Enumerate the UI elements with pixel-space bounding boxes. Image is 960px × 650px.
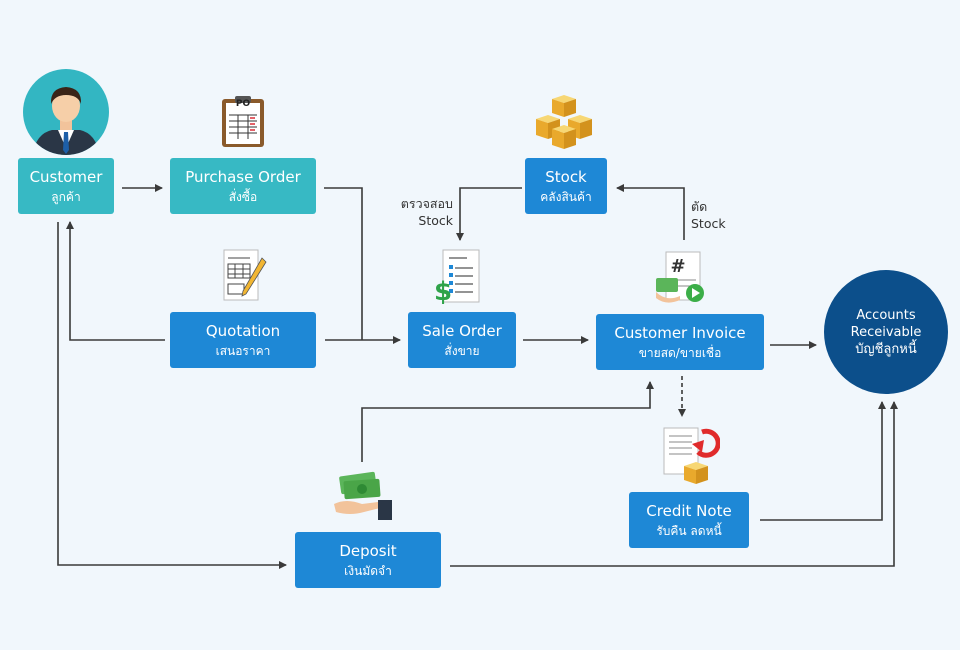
deposit-node-subtitle: เงินมัดจำ xyxy=(344,563,392,578)
quotation-node-subtitle: เสนอราคา xyxy=(215,343,271,358)
edge-credit-note-to-ar xyxy=(760,401,886,521)
customer-avatar-icon xyxy=(23,69,109,155)
customer-node-title: Customer xyxy=(29,167,103,186)
svg-text:$: $ xyxy=(434,277,452,306)
accounts-receivable-node[interactable]: Accounts Receivable บัญชีลูกหนี้ xyxy=(824,270,948,394)
stock-node-title: Stock xyxy=(545,167,587,186)
cut-stock-label-line2: Stock xyxy=(691,216,726,231)
stock-boxes-icon xyxy=(536,95,592,149)
sale-order-document-dollar-icon: $ xyxy=(434,249,480,306)
cut-stock-label-line1: ตัด xyxy=(691,199,708,214)
cut-stock-label: ตัด Stock xyxy=(691,198,726,232)
accounts-receivable-line1: Accounts xyxy=(856,307,916,323)
credit-note-return-icon xyxy=(663,427,720,484)
edge-quotation-to-customer xyxy=(66,221,165,341)
credit-note-node[interactable]: Credit Note รับคืน ลดหนี้ xyxy=(629,492,749,548)
purchase-order-clipboard-icon xyxy=(222,96,264,147)
sale-order-node[interactable]: Sale Order สั่งขาย xyxy=(408,312,516,368)
customer-invoice-node-title: Customer Invoice xyxy=(614,323,746,342)
deposit-money-hand-icon xyxy=(334,471,392,520)
purchase-order-node[interactable]: Purchase Order สั่งซื้อ xyxy=(170,158,316,214)
purchase-order-node-subtitle: สั่งซื้อ xyxy=(228,189,258,204)
credit-note-node-title: Credit Note xyxy=(646,501,732,520)
accounts-receivable-line3: บัญชีลูกหนี้ xyxy=(855,341,917,357)
purchase-order-node-title: Purchase Order xyxy=(185,167,301,186)
quotation-document-pen-icon xyxy=(223,249,267,301)
edge-po-to-sale-order xyxy=(324,187,363,340)
edge-stock-to-sale-order xyxy=(456,187,522,241)
credit-note-node-subtitle: รับคืน ลดหนี้ xyxy=(656,523,722,538)
customer-invoice-node-subtitle: ขายสด/ขายเชื่อ xyxy=(638,345,722,360)
customer-node-subtitle: ลูกค้า xyxy=(51,189,81,204)
stock-node-subtitle: คลังสินค้า xyxy=(540,189,592,204)
po-icon-label: PO xyxy=(235,99,251,109)
quotation-node[interactable]: Quotation เสนอราคา xyxy=(170,312,316,368)
svg-text:#: # xyxy=(670,256,685,277)
edge-invoice-to-stock xyxy=(616,184,685,240)
edge-deposit-to-invoice xyxy=(361,381,654,462)
customer-invoice-document-icon: # xyxy=(656,251,704,303)
stock-node[interactable]: Stock คลังสินค้า xyxy=(525,158,607,214)
edge-deposit-to-ar xyxy=(450,401,898,567)
deposit-node[interactable]: Deposit เงินมัดจำ xyxy=(295,532,441,588)
sale-order-node-subtitle: สั่งขาย xyxy=(444,343,480,358)
quotation-node-title: Quotation xyxy=(205,321,281,340)
accounts-receivable-line2: Receivable xyxy=(850,324,922,340)
check-stock-label-line2: Stock xyxy=(418,213,453,228)
sale-order-node-title: Sale Order xyxy=(422,321,502,340)
check-stock-label: ตรวจสอบ Stock xyxy=(395,195,453,229)
edge-customer-to-deposit xyxy=(57,222,287,569)
customer-invoice-node[interactable]: Customer Invoice ขายสด/ขายเชื่อ xyxy=(596,314,764,370)
deposit-node-title: Deposit xyxy=(339,541,397,560)
customer-node[interactable]: Customer ลูกค้า xyxy=(18,158,114,214)
check-stock-label-line1: ตรวจสอบ xyxy=(400,196,453,211)
